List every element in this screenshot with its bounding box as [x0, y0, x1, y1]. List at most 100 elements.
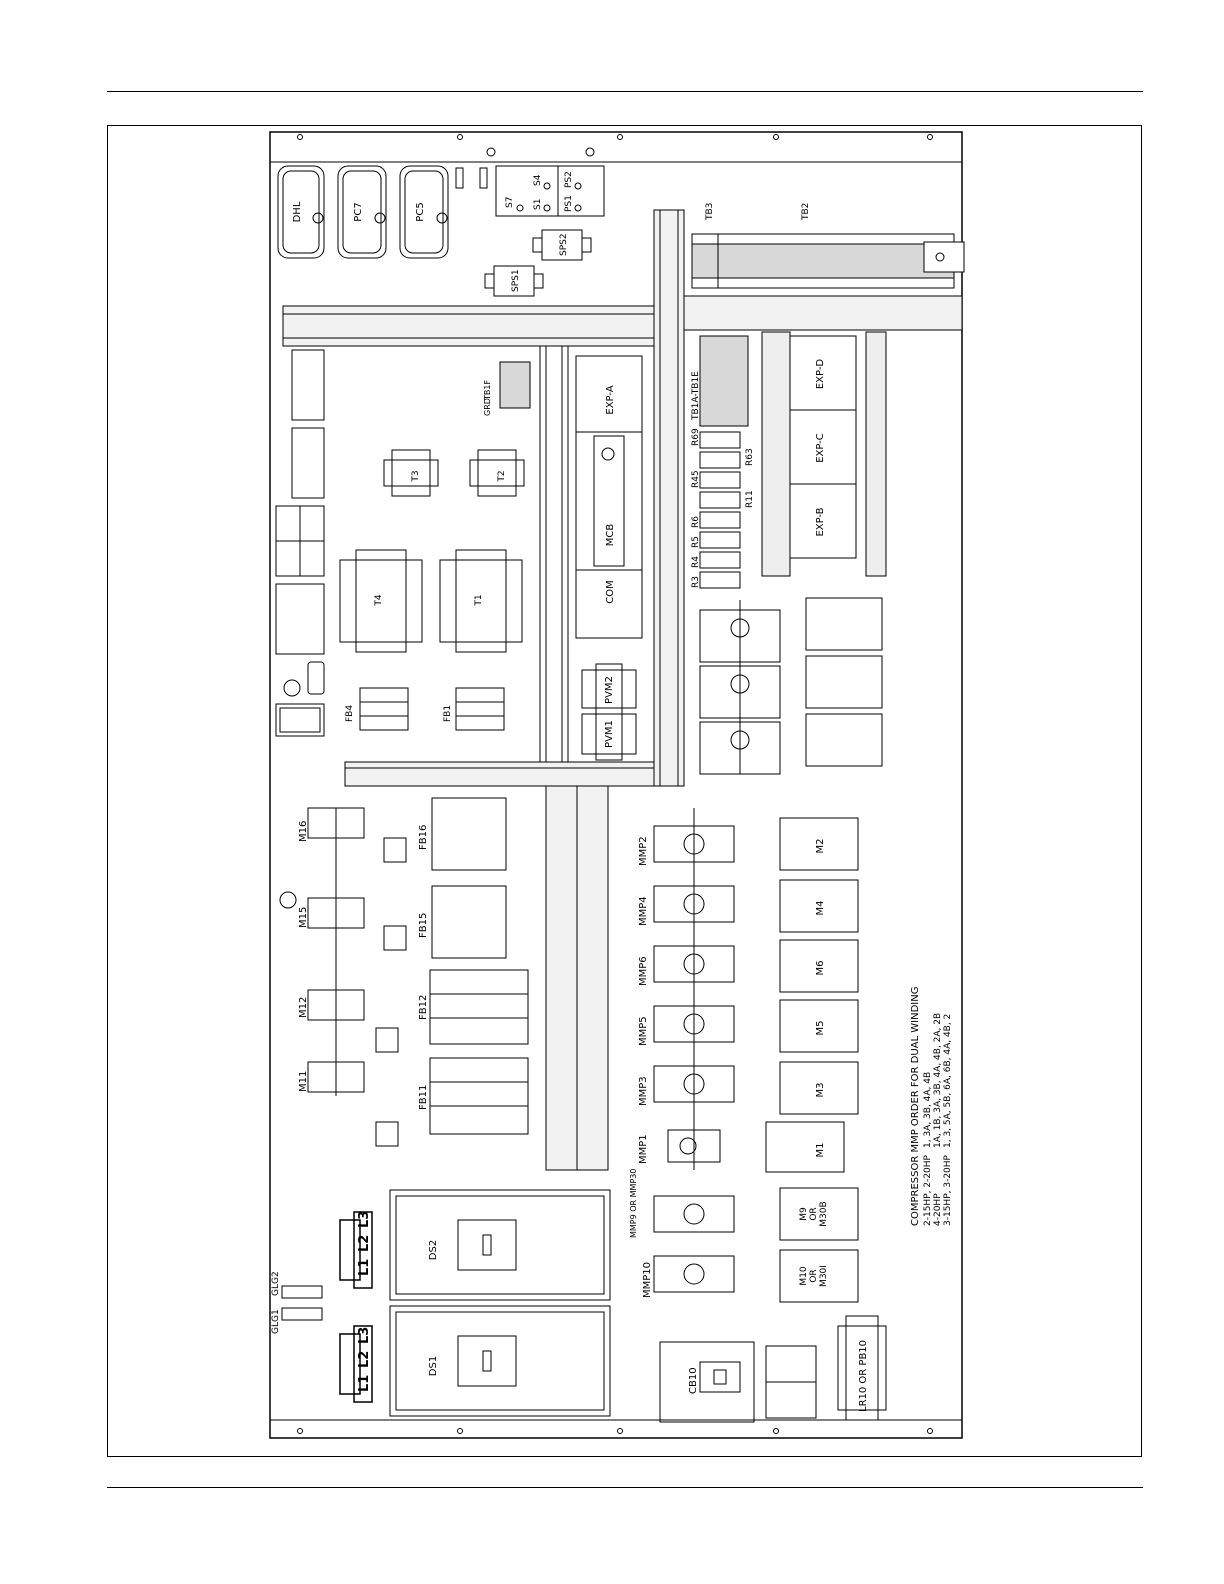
- glg2-label: GLG2: [271, 1271, 281, 1296]
- pc-light-pc5: PC5: [399, 165, 449, 259]
- line-terminals-ds2: L1 L2 L3: [339, 1211, 373, 1289]
- blank-module-lower: [765, 1345, 817, 1419]
- disconnect-ds1: DS1: [389, 1305, 611, 1417]
- relay-r11-label: R11: [745, 490, 755, 508]
- mmp10-label: MMP10: [642, 1262, 653, 1298]
- tb1-label: TB1A-TB1E: [691, 371, 701, 421]
- upper-breakers: [699, 600, 781, 775]
- reactor-lr10: LR10 OR PB10: [837, 1315, 887, 1421]
- m11-label: M11: [298, 1071, 309, 1092]
- ground-lugs: GLG1 GLG2: [271, 1271, 323, 1334]
- m10-label: M10: [799, 1266, 809, 1285]
- fuse-block-fb4: FB4: [345, 687, 409, 731]
- relay-r5-label: R5: [691, 536, 701, 548]
- fb15-label: FB15: [418, 913, 429, 938]
- compressor-row3-label: 3-15HP, 3-20HP: [943, 1154, 953, 1226]
- line-terminals-ds1: L1 L2 L3: [339, 1325, 373, 1403]
- ground-studs-top: [455, 147, 595, 189]
- compressor-note: COMPRESSOR MMP ORDER FOR DUAL WINDING 2-…: [910, 987, 953, 1226]
- fb16-label: FB16: [418, 825, 429, 850]
- blank-plates-left: [275, 349, 325, 737]
- pvm1-module: PVM1: [581, 707, 637, 761]
- mmp1-label: MMP1: [638, 1134, 649, 1164]
- compressor-row2-value: 1A, 1B, 3A, 3B, 4A, 4B, 2A, 2B: [933, 1013, 943, 1148]
- sps1-label: SPS1: [511, 269, 521, 292]
- compressor-row1-label: 2-15HP, 2-20HP: [923, 1154, 933, 1226]
- com-label: COM: [605, 580, 616, 603]
- transformer-t2: T2: [469, 449, 525, 497]
- fuse-block-fb1: FB1: [443, 687, 505, 731]
- mmp4-label: MMP4: [638, 896, 649, 926]
- s7-label: S7: [505, 197, 515, 208]
- relay-r3-label: R3: [691, 576, 701, 588]
- sps1-switch: SPS1: [484, 265, 544, 297]
- compressor-row3-value: 1, 3, 5A, 5B, 6A, 6B, 4A, 4B, 2: [943, 1014, 953, 1148]
- grd-label: GRD: [483, 398, 492, 416]
- lower-fuse-blocks: FB16 FB15 FB12 FB11: [418, 797, 529, 1135]
- m30i-label: M30I: [819, 1265, 829, 1287]
- disconnect-ds2: DS2: [389, 1189, 611, 1301]
- terminal-block-tb1f: TB1F GRD: [483, 361, 531, 416]
- wire-duct-center-vertical: [653, 209, 685, 787]
- m6-label: M6: [815, 961, 826, 976]
- exp-b-label: EXP-B: [815, 507, 826, 536]
- pc-light-pc5-label: PC5: [415, 202, 426, 221]
- compressor-note-title: COMPRESSOR MMP ORDER FOR DUAL WINDING: [910, 987, 921, 1226]
- exp-a-label: EXP-A: [605, 385, 616, 414]
- mmp9-breaker: MMP9 OR MMP30: [629, 1169, 735, 1238]
- exp-d-label: EXP-D: [815, 359, 826, 390]
- circuit-breaker-cb10: CB10: [659, 1341, 755, 1423]
- relay-r45-label: R45: [691, 470, 701, 488]
- terminal-block-tb1a-tb1e: TB1A-TB1E: [691, 335, 749, 427]
- contactor-column: M2 M4 M6 M5 M3 M1: [765, 817, 859, 1173]
- ds2-label: DS2: [428, 1240, 439, 1260]
- pc-light-dhl: DHL: [277, 165, 325, 259]
- mmp-column: MMP2 MMP4 MMP6 MMP5 MMP3 MMP1: [638, 808, 735, 1170]
- relay-bank: R69 R45 R6 R5 R4 R3 R63 R11: [691, 428, 755, 589]
- relay-r6-label: R6: [691, 516, 701, 528]
- s1-label: S1: [533, 199, 543, 210]
- m15-label: M15: [298, 907, 309, 928]
- expansion-modules: EXP-D EXP-C EXP-B: [761, 331, 887, 577]
- mmp5-label: MMP5: [638, 1016, 649, 1046]
- m4-label: M4: [815, 901, 826, 916]
- header-rule: [107, 91, 1143, 92]
- s4-label: S4: [533, 174, 543, 186]
- m30b-label: M30B: [819, 1201, 829, 1226]
- m10-or-label: OR: [809, 1269, 819, 1282]
- mount-holes: [297, 134, 933, 1434]
- pc-light-pc7-label: PC7: [353, 202, 364, 221]
- m12-label: M12: [298, 997, 309, 1018]
- t1-label: T1: [474, 594, 484, 606]
- ps1-label: PS1: [564, 195, 574, 212]
- m5-label: M5: [815, 1021, 826, 1036]
- sps2-switch: SPS2: [532, 229, 592, 261]
- tb2-label: TB2: [801, 203, 811, 221]
- t3-label: T3: [411, 470, 421, 482]
- pc-light-dhl-label: DHL: [292, 201, 303, 222]
- compressor-row2-label: 4-20HP: [933, 1193, 943, 1226]
- tb1f-label: TB1F: [483, 380, 492, 401]
- ps2-label: PS2: [564, 171, 574, 188]
- m9-contactor: M9 OR M30B: [779, 1187, 859, 1241]
- mmp2-label: MMP2: [638, 836, 649, 866]
- pvm2-module: PVM2: [581, 663, 637, 715]
- lr10-label: LR10 OR PB10: [858, 1340, 869, 1412]
- mmp10-breaker: MMP10: [642, 1255, 735, 1298]
- wire-duct-lower-vertical: [545, 785, 609, 1171]
- m1-label: M1: [815, 1143, 826, 1158]
- fb11-label: FB11: [418, 1085, 429, 1110]
- footer-rule: [107, 1487, 1143, 1488]
- m2-label: M2: [815, 839, 826, 854]
- relay-r4-label: R4: [691, 556, 701, 568]
- lower-left-contactors: M16 M15 M12 M11: [279, 807, 407, 1147]
- ds1-label: DS1: [428, 1356, 439, 1376]
- ds2-l2-label: L2: [357, 1235, 372, 1252]
- pvm1-label: PVM1: [604, 720, 615, 748]
- mcb-label: MCB: [605, 524, 616, 547]
- transformer-t3: T3: [383, 449, 439, 497]
- upper-contactors: [805, 597, 883, 767]
- t2-label: T2: [497, 470, 507, 482]
- wire-duct-middle: [344, 761, 684, 787]
- mmp6-label: MMP6: [638, 956, 649, 986]
